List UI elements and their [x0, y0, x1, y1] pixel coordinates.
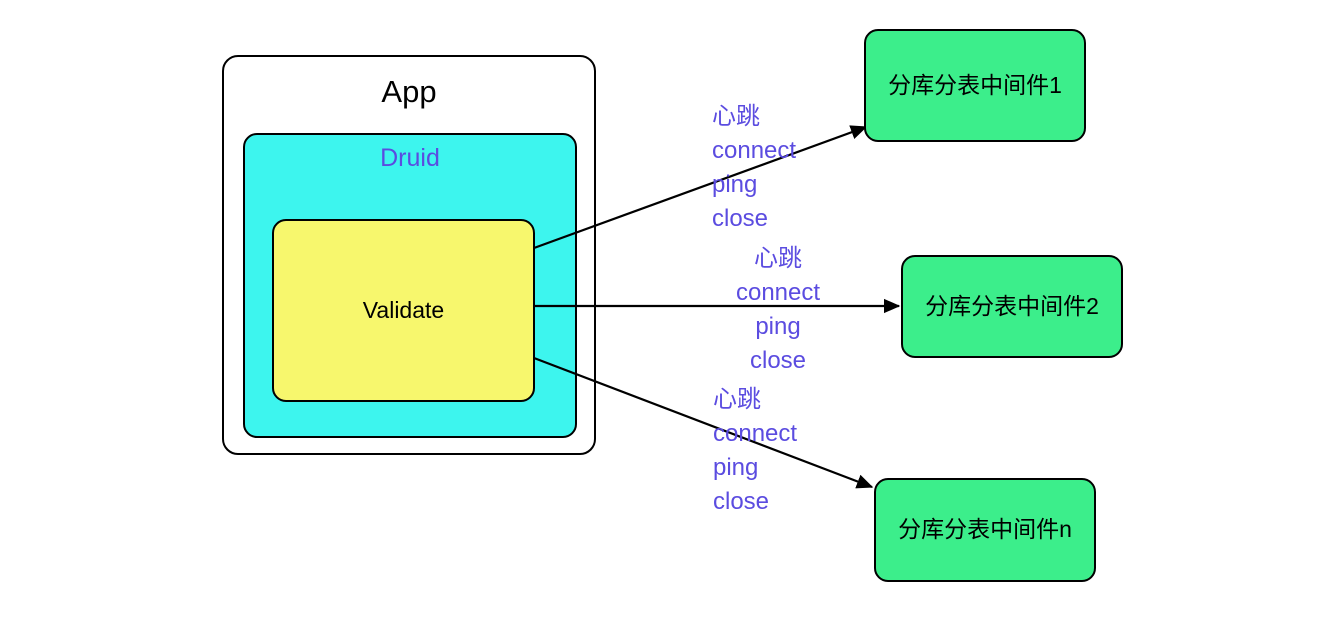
middleware-label-1: 分库分表中间件1: [888, 71, 1062, 98]
middleware-node-3[interactable]: 分库分表中间件n: [874, 478, 1096, 582]
edge-line-1: [533, 125, 868, 250]
app-title: App: [381, 74, 437, 109]
druid-title: Druid: [380, 144, 440, 172]
validate-node[interactable]: Validate: [272, 219, 535, 402]
validate-label: Validate: [362, 297, 445, 323]
middleware-label-3: 分库分表中间件n: [898, 516, 1072, 543]
middleware-label-2: 分库分表中间件2: [925, 292, 1099, 319]
middleware-node-1[interactable]: 分库分表中间件1: [864, 29, 1086, 142]
middleware-node-2[interactable]: 分库分表中间件2: [901, 255, 1123, 358]
edge-line-3: [533, 356, 874, 489]
